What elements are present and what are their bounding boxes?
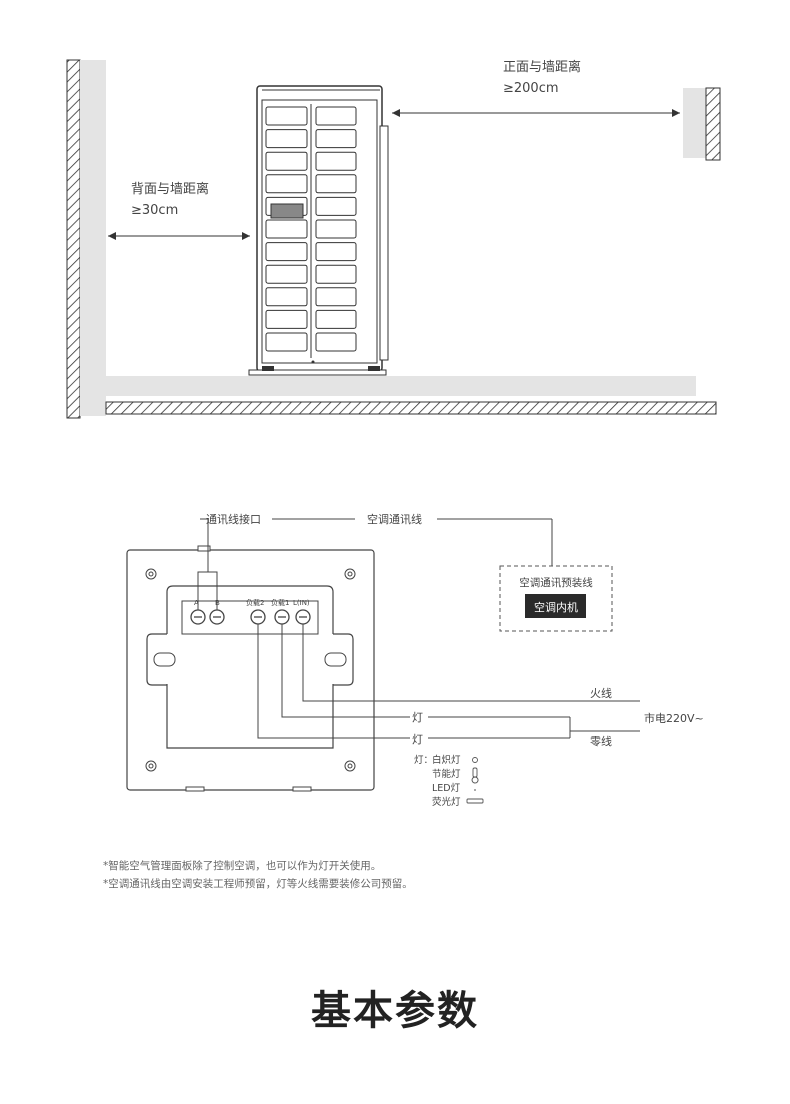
front-distance-label: 正面与墙距离 — [503, 59, 581, 75]
lamp2-label: 灯 — [412, 733, 423, 746]
indoor-unit-label: 空调内机 — [534, 600, 578, 614]
floor-hatch — [105, 401, 717, 415]
ac-comm-line-label: 空调通讯线 — [367, 512, 422, 526]
terminal-label-a: A — [194, 599, 199, 607]
mains-label: 市电220V~ — [644, 711, 704, 725]
indoor-unit-badge — [525, 594, 586, 618]
grille-slot — [315, 106, 357, 126]
comm-wires — [197, 518, 553, 610]
grille-slot — [265, 287, 308, 307]
grille-slot — [265, 129, 308, 149]
left-wall-shade — [80, 60, 106, 416]
front-distance-value: ≥200cm — [503, 81, 559, 96]
lamp1-label: 灯 — [412, 711, 423, 724]
panel-screw-holes — [145, 568, 356, 772]
back-distance-label: 背面与墙距离 — [131, 181, 209, 197]
neutral-wire-label: 零线 — [590, 734, 612, 748]
grille-slot — [315, 242, 357, 262]
lamp-type-led: LED灯 — [432, 783, 461, 794]
grille-slot — [265, 219, 308, 239]
installation-clearance-diagram: 背面与墙距离 ≥30cm 正面与墙距离 ≥200cm — [66, 59, 721, 419]
grille-slot — [315, 287, 357, 307]
unit-badge — [270, 203, 304, 219]
grille-slot — [265, 106, 308, 126]
fluorescent-tube-icon — [466, 798, 484, 804]
lamp-legend: 灯： 白炽灯 节能灯 LED灯 荧光灯 — [414, 754, 484, 808]
panel-right-ear — [333, 633, 354, 686]
grille-slot — [315, 264, 357, 284]
note-wiring-responsibility: *空调通讯线由空调安装工程师预留，灯等火线需要装修公司预留。 — [103, 878, 413, 890]
terminal-label-load1: 负载1 — [271, 598, 289, 607]
grille-slot — [265, 332, 308, 352]
panel-left-ear — [146, 633, 167, 686]
lamp-type-cfl: 节能灯 — [432, 768, 461, 780]
right-wall-hatch — [705, 87, 721, 161]
note-panel-usage: *智能空气管理面板除了控制空调，也可以作为灯开关使用。 — [103, 860, 382, 872]
lamp-legend-title: 灯： — [414, 755, 433, 766]
grille-slot — [315, 174, 357, 194]
grille-slot — [315, 129, 357, 149]
wiring-diagram: A B 负载2 负载1 L(IN) 通讯线接口 空调通讯线 空调通讯预装线 空调… — [126, 512, 704, 808]
lamp-type-incandescent: 白炽灯 — [432, 754, 461, 766]
grille-slot — [265, 174, 308, 194]
right-wall-shade — [683, 88, 706, 158]
grille-slot — [265, 242, 308, 262]
back-distance-arrow — [108, 232, 250, 240]
terminal-label-lin: L(IN) — [293, 599, 310, 607]
incandescent-bulb-icon — [472, 757, 478, 763]
led-bulb-icon — [471, 776, 479, 791]
grille-slot — [265, 151, 308, 171]
grille-slot — [315, 219, 357, 239]
terminal-label-load2: 负载2 — [246, 598, 264, 607]
cfl-bulb-icon — [472, 767, 478, 778]
comm-port-label: 通讯线接口 — [206, 512, 261, 526]
floor-shade — [106, 376, 696, 396]
section-title: 基本参数 — [311, 988, 479, 1034]
grille-slot — [315, 309, 357, 329]
grille-slot — [265, 264, 308, 284]
live-wire-label: 火线 — [590, 686, 612, 700]
grille-slot — [315, 332, 357, 352]
grille-slot — [315, 151, 357, 171]
outdoor-unit — [248, 85, 389, 376]
installation-notes: *智能空气管理面板除了控制空调，也可以作为灯开关使用。 *空调通讯线由空调安装工… — [103, 857, 413, 893]
panel-back-box — [166, 585, 334, 749]
unit-grille — [265, 106, 357, 352]
prewire-label: 空调通讯预装线 — [519, 576, 593, 589]
front-distance-arrow — [392, 109, 680, 117]
grille-slot — [315, 196, 357, 216]
grille-slot — [265, 309, 308, 329]
power-wires — [257, 624, 640, 739]
left-wall-hatch — [66, 59, 81, 419]
lamp-type-fluorescent: 荧光灯 — [432, 796, 461, 808]
back-distance-value: ≥30cm — [131, 203, 178, 218]
